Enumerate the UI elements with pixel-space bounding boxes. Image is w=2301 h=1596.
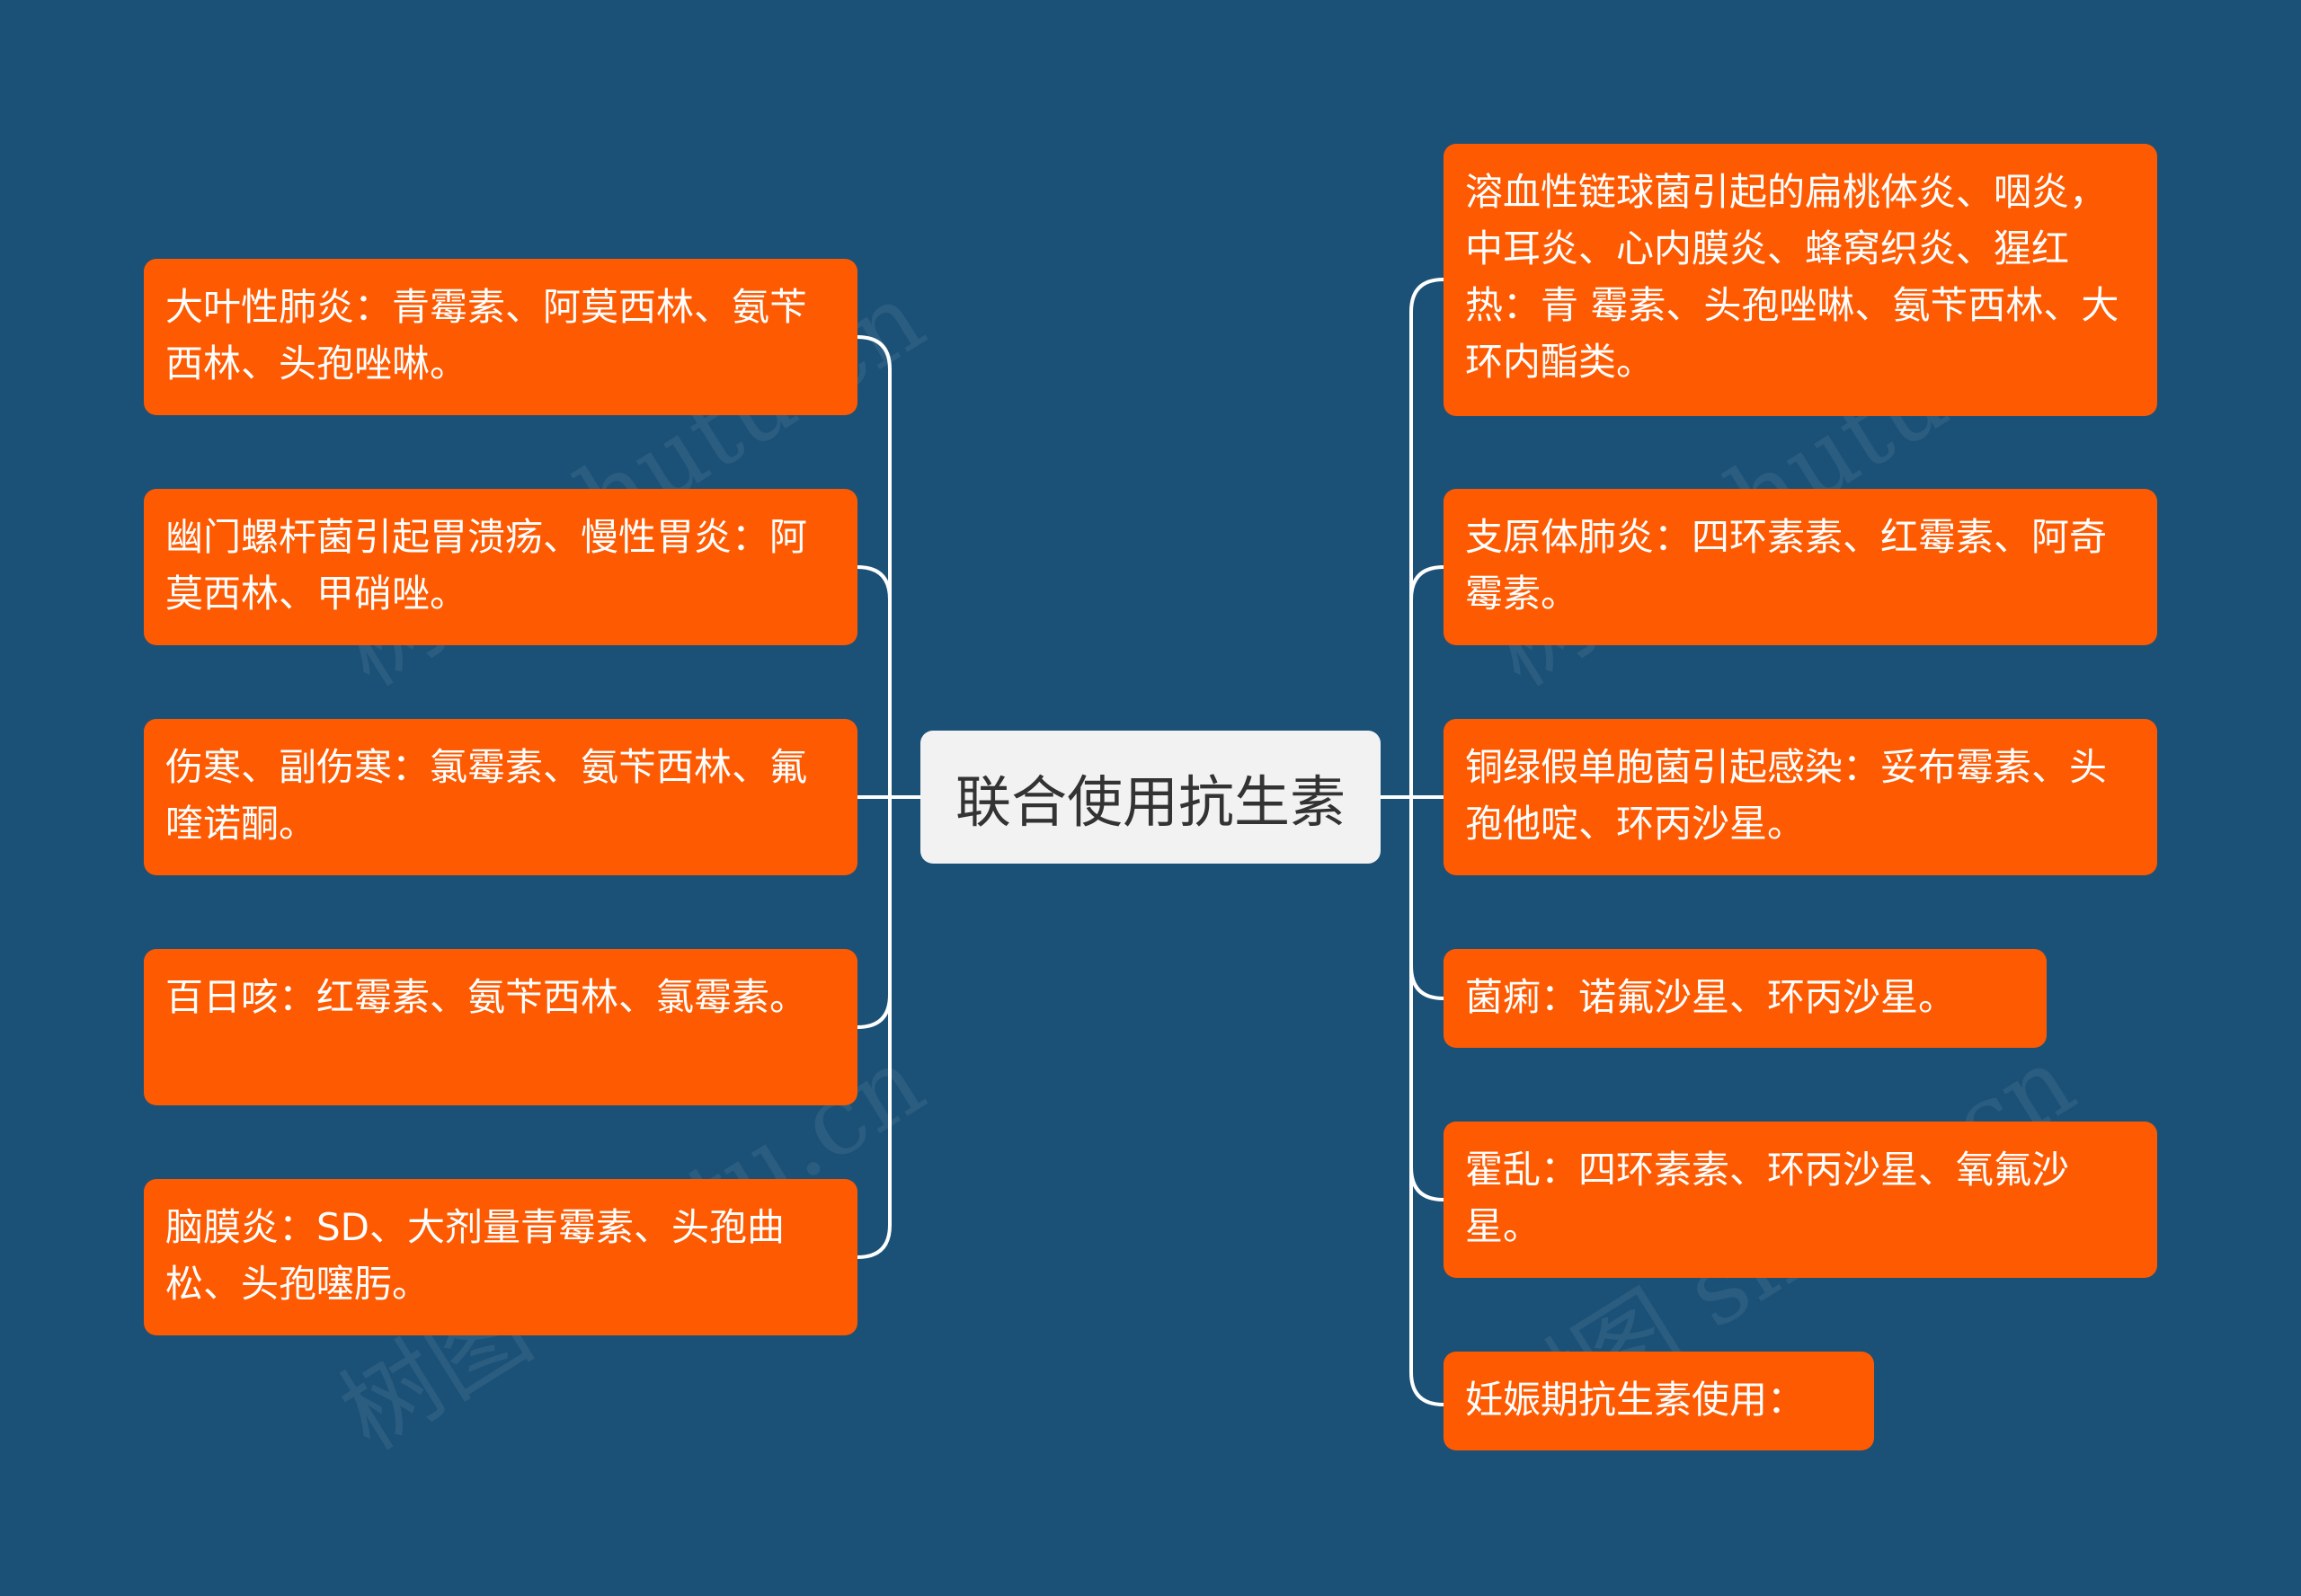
right-branch-node[interactable]: 霍乱：四环素素、环丙沙星、氧氟沙星。 bbox=[1444, 1122, 2157, 1278]
right-branch-node[interactable]: 溶血性链球菌引起的扁桃体炎、咽炎，中耳炎、心内膜炎、蜂窝织炎、猩红热：青 霉素、… bbox=[1444, 144, 2157, 416]
left-branch-node[interactable]: 幽门螺杆菌引起胃溃疡、慢性胃炎：阿莫西林、甲硝唑。 bbox=[144, 489, 857, 645]
right-branch-node[interactable]: 菌痢：诺氟沙星、环丙沙星。 bbox=[1444, 949, 2047, 1048]
connector-right-2 bbox=[1409, 565, 1445, 601]
right-branch-node[interactable]: 支原体肺炎：四环素素、红霉素、阿奇霉素。 bbox=[1444, 489, 2157, 645]
left-branch-node[interactable]: 百日咳：红霉素、氨苄西林、氯霉素。 bbox=[144, 949, 857, 1105]
right-branch-node[interactable]: 铜绿假单胞菌引起感染：妥布霉素、头孢他啶、环丙沙星。 bbox=[1444, 719, 2157, 875]
connector-right-5 bbox=[1409, 1166, 1445, 1201]
left-branch-node[interactable]: 伤寒、副伤寒：氯霉素、氨苄西林、氟喹诺酮。 bbox=[144, 719, 857, 875]
connector-right-trunk bbox=[1409, 278, 1445, 1406]
center-topic[interactable]: 联合使用抗生素 bbox=[920, 731, 1381, 864]
right-branch-node[interactable]: 妊娠期抗生素使用： bbox=[1444, 1352, 1874, 1450]
connector-right-4 bbox=[1409, 964, 1445, 1000]
connector-left-4 bbox=[856, 993, 892, 1029]
left-branch-node[interactable]: 脑膜炎：SD、大剂量青霉素、头孢曲松、头孢噻肟。 bbox=[144, 1179, 857, 1335]
connector-left-2 bbox=[856, 565, 892, 601]
left-branch-node[interactable]: 大叶性肺炎：青霉素、阿莫西林、氨苄西林、头孢唑啉。 bbox=[144, 259, 857, 415]
